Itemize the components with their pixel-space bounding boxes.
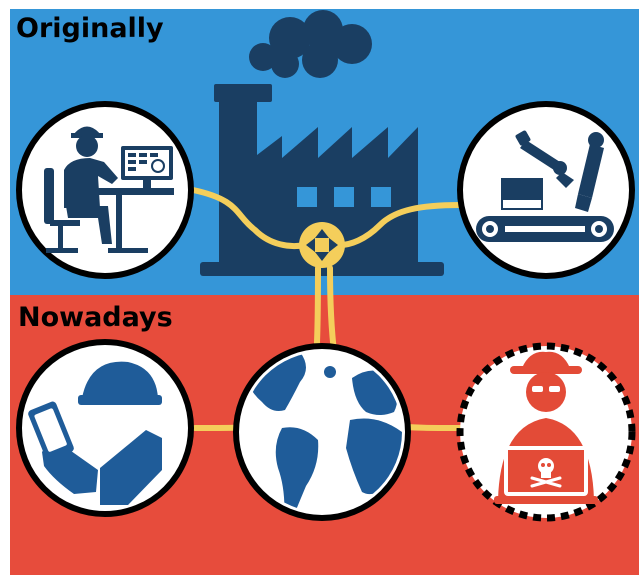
label-nowadays: Nowadays [18,302,173,333]
hacker-laptop-icon [456,342,636,522]
robot-arms-conveyor-icon [457,101,635,279]
network-hub-icon [299,222,345,268]
worker-with-phone-icon [16,339,194,517]
label-originally: Originally [16,13,164,44]
operator-at-computer-icon [16,101,194,279]
globe-icon [233,343,411,521]
smoke-cloud-icon [249,10,372,78]
